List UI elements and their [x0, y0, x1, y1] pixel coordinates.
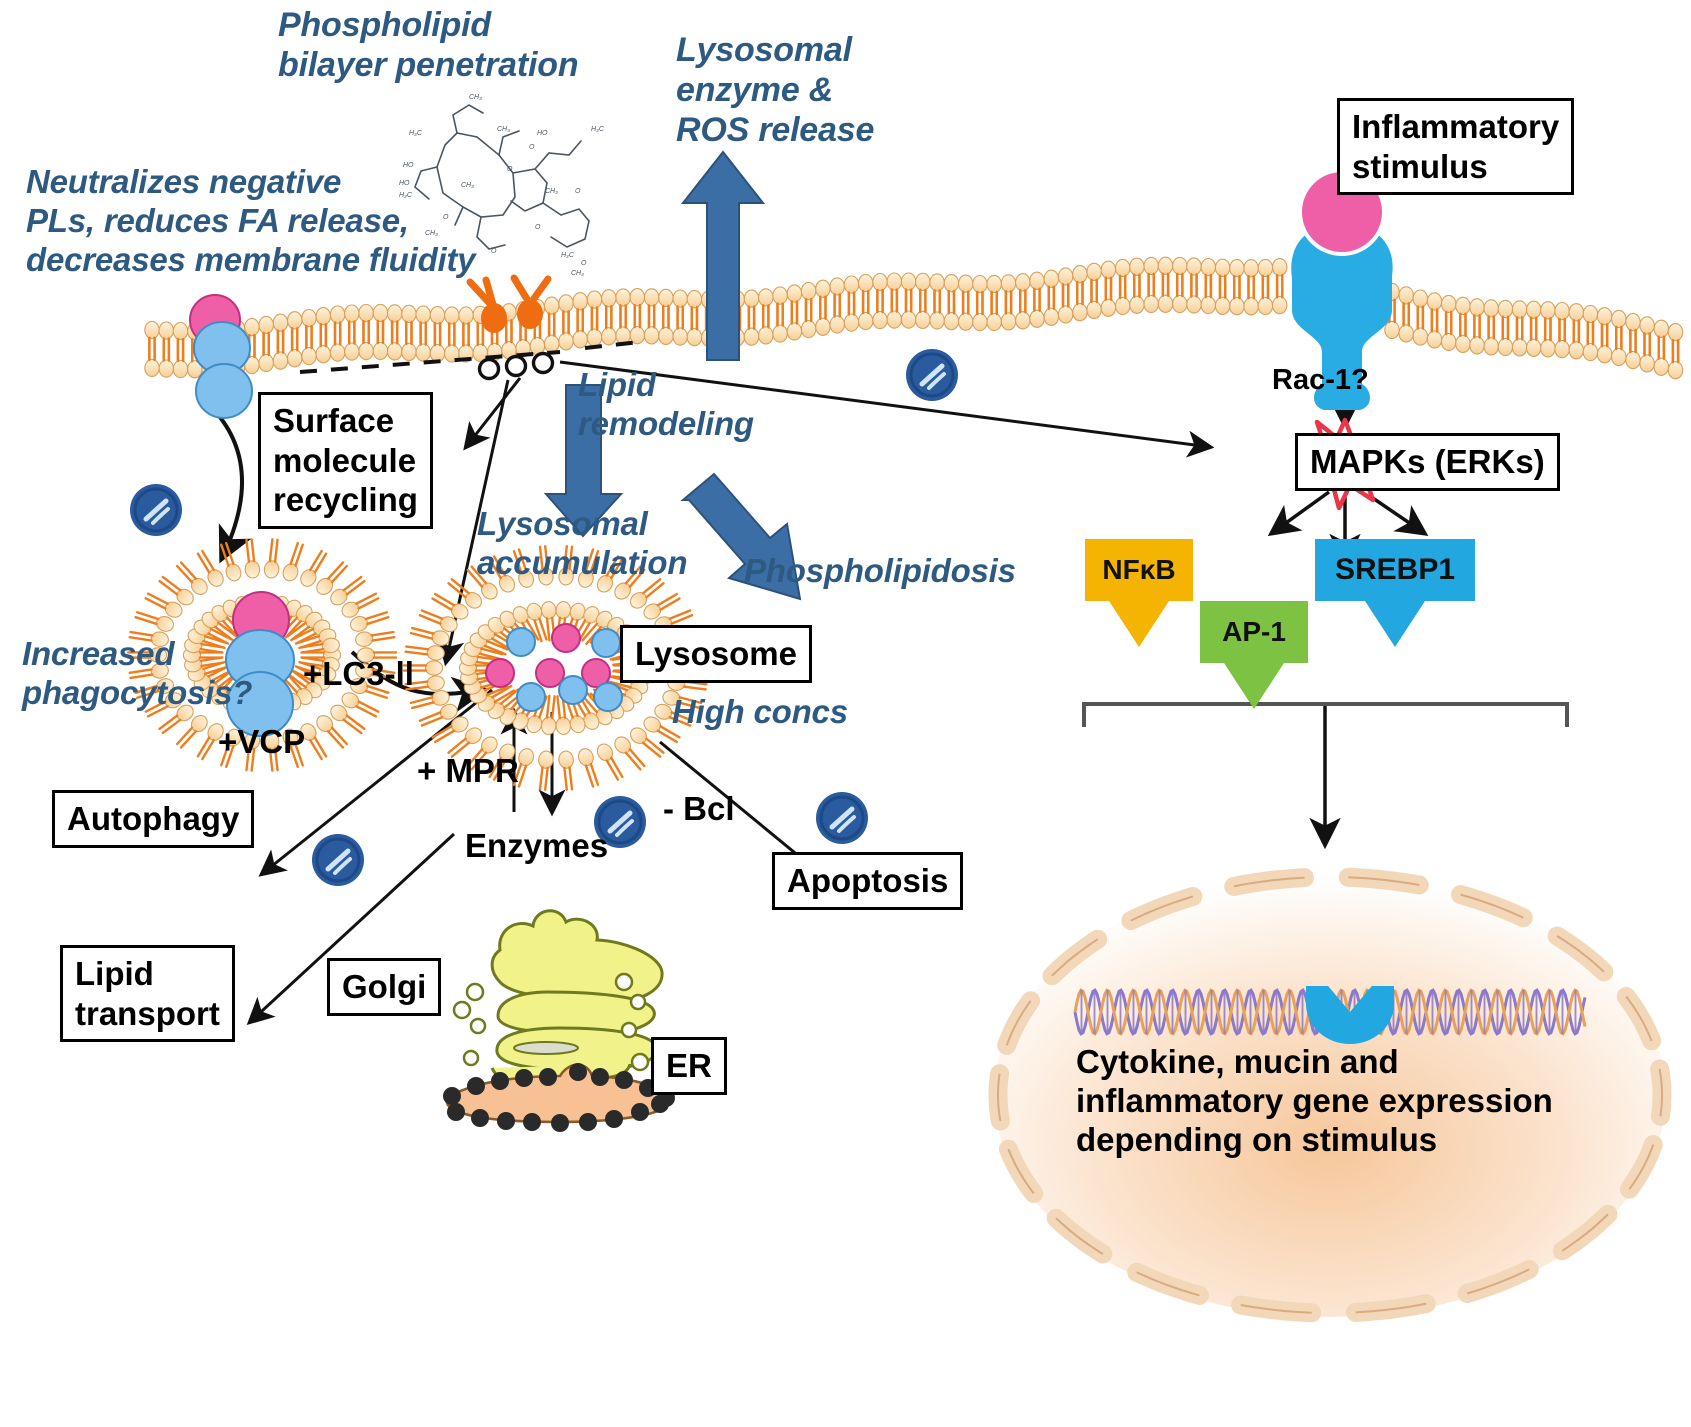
drug-particles	[130, 349, 958, 886]
tf-srebp1: SREBP1	[1315, 539, 1475, 647]
box-golgi: Golgi	[327, 958, 442, 1016]
svg-text:HO: HO	[537, 130, 548, 137]
tf-ap1-stem	[1224, 663, 1284, 709]
endoplasmic-reticulum	[443, 1063, 675, 1132]
annotation-high-concs: High concs	[672, 693, 848, 730]
svg-text:O: O	[507, 166, 513, 173]
annotation-lysosomal-release: Lysosomal enzyme & ROS release	[676, 31, 875, 150]
golgi-apparatus	[452, 909, 664, 1089]
nucleus	[988, 867, 1672, 1323]
svg-text:O: O	[575, 188, 581, 195]
svg-text:O: O	[443, 214, 449, 221]
tf-srebp1-stem	[1365, 601, 1425, 647]
annotation-phospholipid-penetration: Phospholipid bilayer penetration	[278, 6, 579, 85]
svg-text:O: O	[535, 224, 541, 231]
svg-text:HO: HO	[399, 180, 410, 187]
svg-text:O: O	[529, 144, 535, 151]
plasma-membrane-right	[1383, 282, 1684, 381]
annotation-phospholipidosis: Phospholipidosis	[744, 552, 1016, 589]
annotation-increased-phagocytosis: Increased phagocytosis?	[22, 635, 253, 711]
label-vcp: +VCP	[218, 723, 306, 760]
phagosome-vesicle	[126, 537, 398, 773]
box-lysosome: Lysosome	[620, 625, 813, 683]
svg-text:H₃C: H₃C	[561, 252, 575, 259]
svg-text:HO: HO	[403, 162, 414, 169]
label-rac1: Rac-1?	[1272, 364, 1369, 396]
label-lc3ii: +LC3-ll	[303, 655, 414, 692]
arrow-star-to-nfkb	[1267, 490, 1331, 537]
surface-receptor-left	[189, 294, 253, 419]
box-er: ER	[651, 1037, 727, 1095]
permeating-drug-circles	[477, 351, 555, 381]
svg-text:CH₃: CH₃	[469, 94, 482, 101]
svg-text:CH₃: CH₃	[545, 188, 558, 195]
box-lipid-transport: Lipid transport	[60, 945, 235, 1043]
svg-text:CH₃: CH₃	[425, 230, 438, 237]
box-mapks: MAPKs (ERKs)	[1295, 433, 1560, 491]
annotation-lipid-remodeling: Lipid remodeling	[578, 366, 754, 442]
svg-text:CH₃: CH₃	[571, 270, 584, 277]
svg-text:CH₃: CH₃	[461, 182, 474, 189]
svg-text:O: O	[491, 248, 497, 255]
arrow-lysosomal-release	[680, 150, 766, 361]
arrow-to-lipid-transport	[246, 832, 456, 1026]
svg-text:CH₃: CH₃	[497, 126, 510, 133]
box-apoptosis: Apoptosis	[772, 852, 964, 910]
svg-text:H₃C: H₃C	[409, 130, 423, 137]
arrow-to-surface-recycling	[463, 377, 522, 451]
svg-text:O: O	[581, 260, 587, 267]
svg-text:H₃C: H₃C	[399, 192, 413, 199]
svg-text:H₃C: H₃C	[591, 126, 605, 133]
tf-nfkb-label: NFκB	[1102, 554, 1176, 585]
tf-ap1-label: AP-1	[1222, 616, 1286, 647]
lysosome-vesicle	[402, 544, 710, 792]
label-enzymes: Enzymes	[465, 827, 609, 864]
arrow-phospholipidosis	[680, 472, 802, 601]
tf-srebp1-label: SREBP1	[1334, 553, 1456, 586]
label-mpr: + MPR	[417, 752, 519, 789]
nucleus-caption: Cytokine, mucin and inflammatory gene ex…	[1076, 1043, 1553, 1158]
box-surface-molecule-recycling: Surface molecule recycling	[258, 392, 433, 529]
membrane-inserted-drug	[466, 274, 552, 333]
label-bcl: - Bcl	[663, 790, 735, 827]
tf-nfkb: NFκB	[1085, 539, 1193, 647]
membrane-dashed-guide-2	[584, 340, 641, 350]
annotation-neutralizes: Neutralizes negative PLs, reduces FA rel…	[26, 163, 476, 278]
annotation-lysosomal-accumulation: Lysosomal accumulation	[477, 505, 688, 581]
arrow-endocytosis	[212, 408, 252, 564]
tf-grouping-bracket	[1082, 702, 1569, 727]
box-autophagy: Autophagy	[52, 790, 255, 848]
tf-ap1: AP-1	[1200, 601, 1308, 709]
box-inflammatory-stimulus: Inflammatory stimulus	[1337, 98, 1575, 196]
arrow-lipid-remodeling	[543, 384, 624, 538]
arrow-membrane-to-mapk	[559, 360, 1215, 458]
tf-nfkb-stem	[1109, 601, 1169, 647]
